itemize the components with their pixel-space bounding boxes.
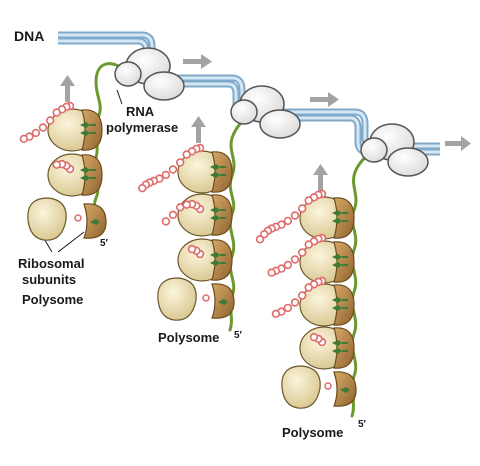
transcription-arrows [183, 54, 471, 151]
polysome-label-1: Polysome [22, 292, 83, 307]
small-subunit [212, 195, 232, 235]
ribosomal-subunits-label-line2: subunits [22, 272, 76, 287]
amino-acid [53, 109, 60, 116]
rna-polymerase-3 [361, 124, 428, 176]
amino-acid [292, 212, 299, 219]
amino-acid [299, 205, 306, 212]
transcription-arrow-1 [183, 54, 212, 69]
amino-acid [292, 299, 299, 306]
small-subunit [82, 155, 102, 195]
amino-acid [170, 166, 177, 173]
small-subunit [334, 285, 354, 325]
ribosome-2-2 [178, 194, 232, 236]
amino-acid [183, 151, 190, 158]
amino-acid [305, 241, 312, 248]
amino-acid [311, 334, 318, 341]
amino-acid [163, 218, 170, 225]
free-large-subunit [282, 366, 320, 408]
small-subunit [334, 328, 354, 368]
amino-acid [163, 172, 170, 179]
transcription-arrow-3 [445, 136, 471, 151]
rna-polymerase-label-line2: polymerase [106, 120, 178, 135]
amino-acid [268, 269, 275, 276]
amino-acid [177, 159, 184, 166]
small-subunit [334, 242, 354, 282]
amino-acid [177, 204, 184, 211]
amino-acid [285, 262, 292, 269]
amino-acid [305, 197, 312, 204]
transcription-arrow-2 [310, 92, 339, 107]
amino-acid [299, 249, 306, 256]
initiator-amino-acid [325, 383, 331, 389]
amino-acid [273, 310, 280, 317]
amino-acid [21, 135, 28, 142]
free-subunits-3 [282, 366, 356, 408]
small-subunit [212, 152, 232, 192]
free-subunits-1 [28, 198, 106, 240]
amino-acid [285, 305, 292, 312]
rna-polymerase-leader [117, 90, 122, 104]
amino-acid [189, 246, 196, 253]
up-arrow-3 [313, 164, 328, 191]
ribosome-2-3 [178, 239, 232, 281]
amino-acid [285, 218, 292, 225]
initiator-amino-acid [203, 295, 209, 301]
up-arrow-2 [191, 116, 206, 143]
rna-polymerase-1 [115, 48, 184, 100]
polysome-label-3: Polysome [282, 425, 343, 440]
amino-acid [292, 256, 299, 263]
rna-polymerase-label-line1: RNA [126, 104, 155, 119]
amino-acid [33, 130, 40, 137]
amino-acid [47, 117, 54, 124]
amino-acid [305, 284, 312, 291]
free-large-subunit [28, 198, 66, 240]
small-subunit [212, 240, 232, 280]
five-prime-label-1: 5′ [100, 238, 109, 249]
amino-acid [139, 185, 146, 192]
up-arrow-1 [60, 75, 75, 102]
five-prime-label-3: 5′ [358, 419, 367, 430]
ribosome-3-4 [300, 327, 354, 369]
amino-acid [53, 161, 60, 168]
rna-polymerases [115, 48, 428, 176]
ribosome-1-2 [48, 154, 102, 196]
amino-acid [170, 211, 177, 218]
ribosomal-subunits-label-line1: Ribosomal [18, 256, 84, 271]
polysome-label-2: Polysome [158, 330, 219, 345]
amino-acid [299, 292, 306, 299]
small-subunit [334, 198, 354, 238]
free-large-subunit [158, 278, 196, 320]
small-subunit [82, 110, 102, 150]
amino-acid [40, 124, 47, 131]
initiator-amino-acid [75, 215, 81, 221]
five-prime-label-2: 5′ [234, 330, 243, 341]
amino-acid [257, 236, 264, 243]
dna-label: DNA [14, 28, 44, 44]
mrna-strand-3 [352, 148, 380, 416]
free-subunits-2 [158, 278, 234, 320]
